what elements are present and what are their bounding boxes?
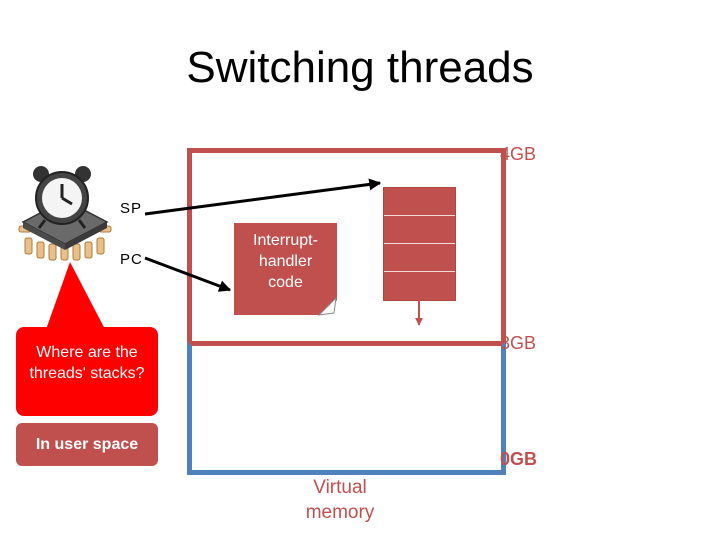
stack-frame-divider [384,271,455,272]
pc-register-label: PC [120,251,143,268]
slide-title: Switching threads [186,43,534,92]
kernel-memory-region [187,148,506,346]
interrupt-handler-box: Interrupt-handler code [234,223,337,315]
label-3gb: 3GB [500,333,537,353]
virtual-memory-caption: Virtual memory [305,477,375,523]
label-0gb: 0GB [500,449,538,469]
kernel-stack [383,187,456,301]
interrupt-handler-label: Interrupt-handler code [253,232,318,291]
alarm-clock-icon [33,166,91,229]
user-space-answer: In user space [16,423,158,466]
label-4gb: 4GB [500,144,537,164]
stack-frame-divider [384,243,455,244]
stack-frame-divider [384,215,455,216]
threads-stacks-callout: Where are the threads' stacks? [16,327,158,416]
callout-text: Where are the threads' stacks? [29,344,145,382]
cpu-chip-icon [18,166,112,261]
page-fold-icon [318,297,337,316]
user-memory-region [187,341,506,475]
sp-register-label: SP [120,200,143,217]
